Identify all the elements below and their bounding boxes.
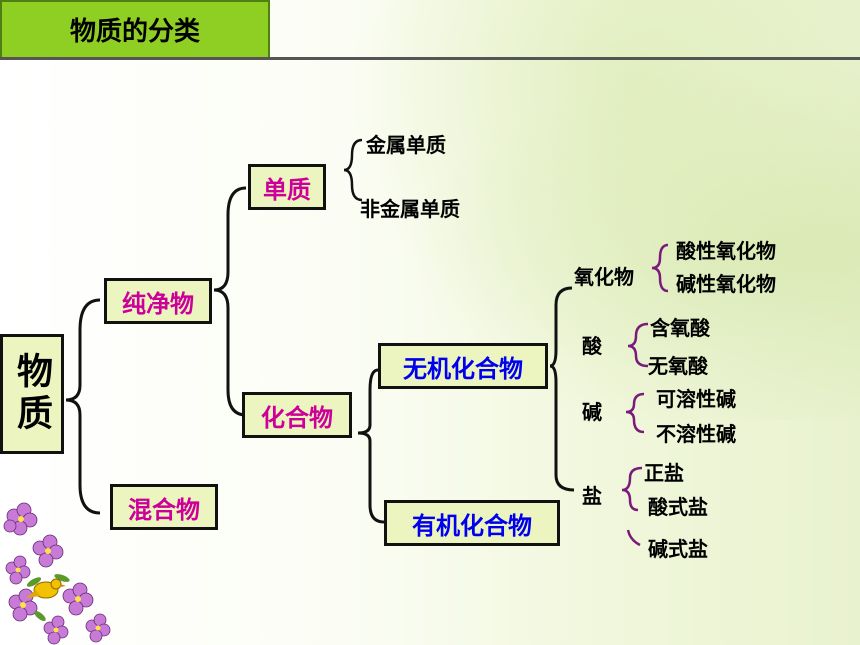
element-node: 单质 [248, 164, 326, 210]
compound-node: 化合物 [242, 392, 352, 438]
oxide-label: 氧化物 [574, 265, 634, 289]
nonmetal-element-label: 非金属单质 [360, 197, 460, 221]
organic-compound-node: 有机化合物 [384, 500, 560, 546]
soluble-base-label: 可溶性碱 [656, 387, 736, 411]
acidic-oxide-label: 酸性氧化物 [676, 239, 776, 263]
root-node: 物质 [0, 334, 64, 454]
oxygen-free-acid-label: 无氧酸 [648, 354, 708, 378]
acid-salt-label: 酸式盐 [648, 495, 708, 519]
inorganic-compound-node: 无机化合物 [378, 343, 548, 389]
page-title: 物质的分类 [0, 0, 270, 59]
acid-label: 酸 [582, 334, 602, 358]
insoluble-base-label: 不溶性碱 [656, 422, 736, 446]
oxyacid-label: 含氧酸 [650, 316, 710, 340]
pure-substance-node: 纯净物 [104, 278, 212, 324]
salt-label: 盐 [582, 484, 602, 508]
normal-salt-label: 正盐 [644, 461, 684, 485]
metal-element-label: 金属单质 [366, 133, 446, 157]
base-label: 碱 [582, 400, 602, 424]
basic-oxide-label: 碱性氧化物 [676, 272, 776, 296]
flower-decoration-icon [3, 502, 111, 645]
divider [0, 57, 860, 60]
basic-salt-label: 碱式盐 [648, 537, 708, 561]
mixture-node: 混合物 [110, 484, 218, 530]
